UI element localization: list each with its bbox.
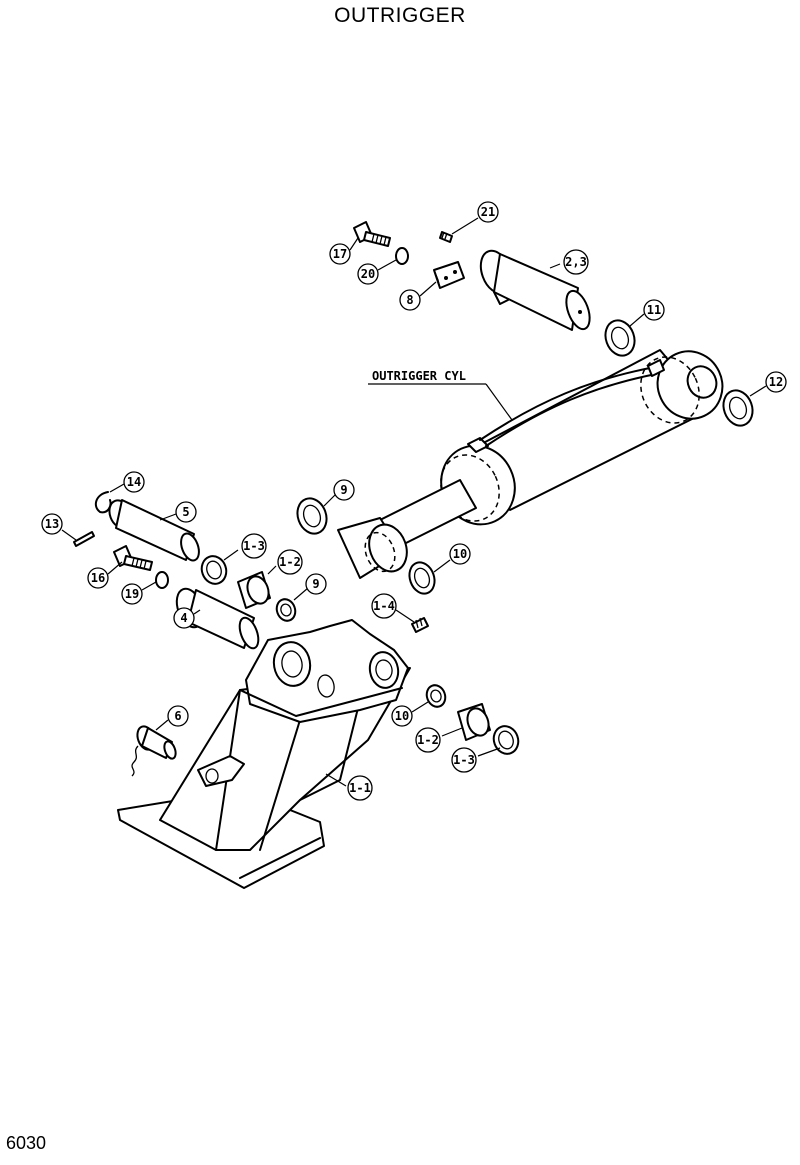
svg-text:4: 4 (180, 611, 187, 625)
svg-text:1-3: 1-3 (453, 753, 475, 767)
callout-9-lower: 9 (293, 573, 327, 601)
svg-text:1-2: 1-2 (279, 555, 301, 569)
part-ring-11 (604, 319, 636, 357)
part-block-8 (433, 261, 465, 289)
svg-text:9: 9 (340, 483, 347, 497)
callout-16: 16 (87, 561, 123, 589)
part-ring-12 (722, 389, 754, 427)
part-outrigger-cylinder (337, 349, 724, 579)
callout-10-upper: 10 (433, 543, 471, 573)
callout-1-3-lower: 1-3 (451, 747, 501, 773)
svg-text:10: 10 (395, 709, 409, 723)
part-bushing-1-3-lower (492, 725, 520, 755)
part-ring-9-lower (275, 598, 297, 622)
part-pin-13 (73, 531, 95, 547)
svg-text:21: 21 (481, 205, 495, 219)
svg-text:1-2: 1-2 (417, 733, 439, 747)
part-pin-5 (108, 499, 200, 562)
page-number: 6030 (6, 1133, 47, 1153)
part-bolt-16 (113, 545, 153, 571)
callout-10-lower: 10 (391, 701, 429, 727)
part-ring-10-lower (425, 684, 447, 708)
part-bolt-17 (353, 221, 391, 247)
part-pin-2-3 (479, 249, 591, 331)
part-snap-ring-14 (94, 491, 112, 514)
callout-17: 17 (329, 237, 359, 265)
part-bushing-1-2-upper (237, 571, 271, 609)
part-ring-10-upper (408, 561, 436, 595)
svg-text:10: 10 (453, 547, 467, 561)
callout-13: 13 (41, 513, 77, 541)
svg-text:13: 13 (45, 517, 59, 531)
svg-text:5: 5 (182, 505, 189, 519)
callout-9-upper: 9 (323, 479, 355, 507)
callout-1-1: 1-1 (325, 773, 373, 801)
callout-19: 19 (121, 581, 157, 605)
part-bushing-1-2-lower (457, 703, 491, 741)
svg-text:1-4: 1-4 (373, 599, 395, 613)
svg-text:9: 9 (312, 577, 319, 591)
part-grease-fitting-1-4 (411, 617, 429, 633)
svg-text:11: 11 (647, 303, 661, 317)
svg-text:8: 8 (406, 293, 413, 307)
svg-text:16: 16 (91, 571, 105, 585)
callout-11: 11 (629, 299, 665, 327)
svg-text:20: 20 (361, 267, 375, 281)
svg-text:14: 14 (127, 475, 141, 489)
callout-6: 6 (155, 705, 189, 731)
part-ring-9-upper (296, 497, 328, 535)
callout-20: 20 (357, 259, 397, 285)
svg-text:12: 12 (769, 375, 783, 389)
svg-text:1-1: 1-1 (349, 781, 371, 795)
callout-5: 5 (159, 501, 197, 523)
part-pin-4 (175, 587, 260, 650)
callout-14: 14 (109, 471, 145, 493)
part-washer-19 (155, 571, 169, 589)
page-title: OUTRIGGER (334, 4, 466, 27)
svg-text:19: 19 (125, 587, 139, 601)
callout-1-4: 1-4 (371, 593, 415, 623)
callout-4: 4 (173, 607, 201, 629)
callout-8: 8 (399, 281, 437, 311)
part-outrigger-bracket-1-1 (117, 619, 411, 889)
callout-1-3-upper: 1-3 (223, 533, 267, 561)
part-bushing-1-3-upper (200, 555, 228, 585)
svg-text:1-3: 1-3 (243, 539, 265, 553)
callout-outrigger-cyl: OUTRIGGER CYL (368, 369, 513, 421)
callout-12: 12 (749, 371, 787, 397)
callout-1-2-lower: 1-2 (415, 727, 463, 753)
callout-2-3: 2,3 (549, 249, 589, 275)
svg-text:17: 17 (333, 247, 347, 261)
part-grease-fitting-21 (439, 231, 453, 243)
svg-text:2,3: 2,3 (565, 255, 587, 269)
callout-21: 21 (451, 201, 499, 235)
callout-1-2-upper: 1-2 (267, 549, 303, 575)
part-pin-6 (131, 725, 177, 777)
part-washer-20 (395, 247, 409, 265)
svg-text:OUTRIGGER CYL: OUTRIGGER CYL (372, 369, 466, 383)
svg-text:6: 6 (174, 709, 181, 723)
